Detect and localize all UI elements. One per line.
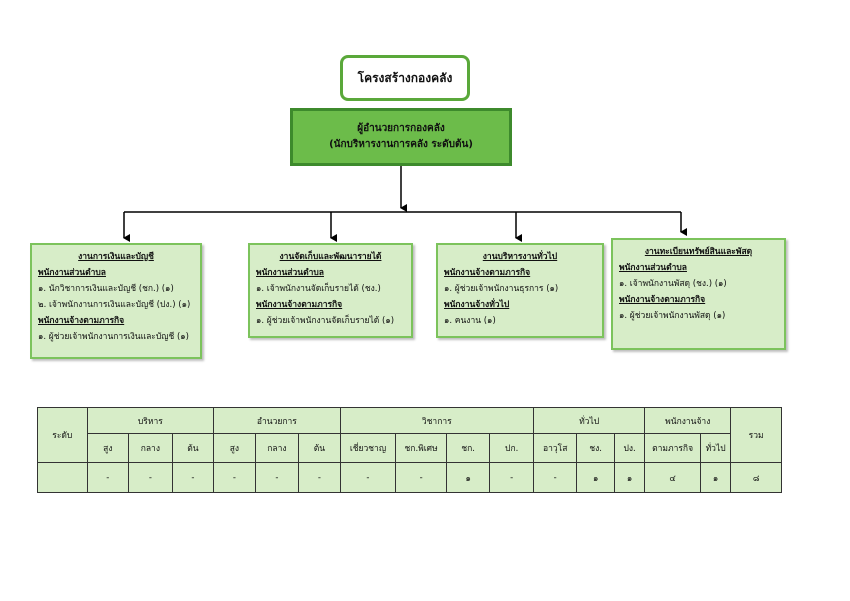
unit-revenue: งานจัดเก็บและพัฒนารายได้ พนักงานส่วนตำบล…	[248, 243, 413, 338]
sub-header: ตามภารกิจ	[644, 433, 701, 463]
group-label: พนักงานจ้างตามภารกิจ	[38, 316, 125, 326]
sub-header: ปก.	[489, 433, 534, 463]
sub-header: ต้น	[171, 433, 215, 463]
chart-title: โครงสร้างกองคลัง	[340, 55, 470, 101]
position-item: ๑. นักวิชาการเงินและบัญชี (ชก.) (๑)	[38, 284, 174, 294]
staff-summary-table: ระดับ บริหาร อำนวยการ วิชาการ ทั่วไป พนั…	[37, 407, 782, 493]
head-title: ผู้อำนวยการกองคลัง	[357, 123, 445, 134]
table-cell: -	[86, 462, 130, 493]
sub-header: อาวุโส	[532, 433, 578, 463]
unit-title: งานทะเบียนทรัพย์สินและพัสดุ	[644, 247, 753, 257]
sub-header: ชง.	[576, 433, 615, 463]
group-label: พนักงานจ้างตามภารกิจ	[256, 300, 343, 310]
position-item: ๑. เจ้าพนักงานจัดเก็บรายได้ (ชง.)	[256, 284, 381, 294]
unit-title: งานการเงินและบัญชี	[78, 252, 154, 262]
chart-title-text: โครงสร้างกองคลัง	[357, 70, 453, 85]
group-header: ทั่วไป	[532, 407, 646, 434]
group-label: พนักงานจ้างทั่วไป	[444, 300, 510, 310]
table-cell: ๑	[445, 462, 491, 493]
table-cell: -	[128, 462, 173, 493]
group-header: วิชาการ	[339, 407, 534, 434]
unit-general-admin: งานบริหารงานทั่วไป พนักงานจ้างตามภารกิจ …	[436, 243, 604, 338]
head-position: (นักบริหารงานการคลัง ระดับต้น)	[329, 139, 473, 150]
group-label: พนักงานจ้างตามภารกิจ	[444, 268, 531, 278]
sub-header: ชก.	[445, 433, 491, 463]
group-label: พนักงานจ้างตามภารกิจ	[619, 295, 706, 305]
position-item: ๑. คนงาน (๑)	[444, 316, 496, 326]
table-cell: ๑	[576, 462, 615, 493]
level-header: ระดับ	[37, 407, 88, 463]
unit-asset-supplies: งานทะเบียนทรัพย์สินและพัสดุ พนักงานส่วนต…	[611, 238, 786, 350]
head-box: ผู้อำนวยการกองคลัง (นักบริหารงานการคลัง …	[290, 108, 512, 166]
sub-header: สูง	[213, 433, 256, 463]
table-cell: ๑	[613, 462, 646, 493]
sub-header: เชี่ยวชาญ	[339, 433, 397, 463]
position-item: ๑. เจ้าพนักงานพัสดุ (ชง.) (๑)	[619, 279, 727, 289]
position-item: ๑. ผู้ช่วยเจ้าพนักงานการเงินและบัญชี (๑)	[38, 332, 189, 342]
position-item: ๑. ผู้ช่วยเจ้าพนักงานพัสดุ (๑)	[619, 311, 726, 321]
sub-header: ชก.พิเศษ	[395, 433, 447, 463]
sub-header: กลาง	[128, 433, 173, 463]
table-cell: ๑	[699, 462, 732, 493]
table-cell: -	[171, 462, 215, 493]
unit-title: งานจัดเก็บและพัฒนารายได้	[279, 252, 382, 262]
unit-finance-accounting: งานการเงินและบัญชี พนักงานส่วนตำบล ๑. นั…	[30, 243, 202, 359]
total-header: รวม	[730, 407, 782, 463]
position-item: ๒. เจ้าพนักงานการเงินและบัญชี (ปง.) (๑)	[38, 300, 191, 310]
sub-header: กลาง	[254, 433, 300, 463]
position-item: ๑. ผู้ช่วยเจ้าพนักงานจัดเก็บรายได้ (๑)	[256, 316, 395, 326]
position-item: ๑. ผู้ช่วยเจ้าพนักงานธุรการ (๑)	[444, 284, 559, 294]
table-cell: -	[532, 462, 578, 493]
group-header: อำนวยการ	[213, 407, 341, 434]
table-cell: -	[298, 462, 341, 493]
table-sub-header-row: สูง กลาง ต้น สูง กลาง ต้น เชี่ยวชาญ ชก.พ…	[38, 433, 782, 463]
table-cell: -	[213, 462, 256, 493]
group-label: พนักงานส่วนตำบล	[619, 263, 687, 273]
sub-header: สูง	[86, 433, 130, 463]
group-label: พนักงานส่วนตำบล	[38, 268, 106, 278]
unit-title: งานบริหารงานทั่วไป	[482, 252, 558, 262]
sub-header: ทั่วไป	[699, 433, 732, 463]
table-cell: -	[339, 462, 397, 493]
group-label: พนักงานส่วนตำบล	[256, 268, 324, 278]
total-cell: ๘	[730, 462, 782, 493]
level-cell	[37, 462, 88, 493]
sub-header: ปง.	[613, 433, 646, 463]
table-cell: -	[395, 462, 447, 493]
table-cell: -	[489, 462, 534, 493]
table-cell: -	[254, 462, 300, 493]
group-header: บริหาร	[86, 407, 215, 434]
table-group-header-row: ระดับ บริหาร อำนวยการ วิชาการ ทั่วไป พนั…	[37, 407, 782, 463]
sub-header: ต้น	[298, 433, 341, 463]
table-cell: ๔	[644, 462, 701, 493]
table-value-row: - - - - - - - - ๑ - - ๑ ๑ ๔ ๑ ๘	[37, 462, 782, 493]
group-header: พนักงานจ้าง	[644, 407, 732, 434]
